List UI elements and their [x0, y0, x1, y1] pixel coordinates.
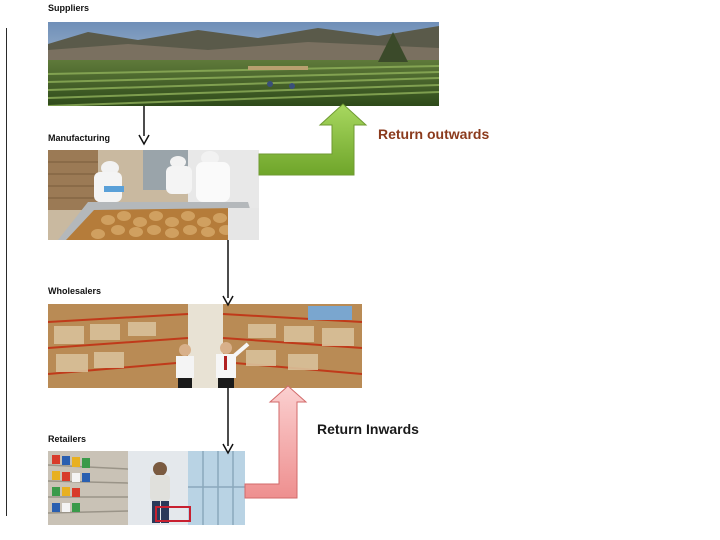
flow-arrow-suppliers-to-manufacturing — [138, 106, 150, 146]
return-outwards-label: Return outwards — [378, 126, 490, 142]
wholesalers-warehouse-image — [48, 304, 362, 388]
return-inwards-label: Return Inwards — [317, 421, 419, 437]
flow-arrow-wholesalers-to-retailers — [222, 388, 234, 455]
retailers-supermarket-image — [48, 451, 245, 525]
suppliers-label: Suppliers — [48, 3, 90, 13]
left-border-line — [6, 28, 7, 516]
retailers-label: Retailers — [48, 434, 87, 444]
flow-arrow-manufacturing-to-wholesalers — [222, 240, 234, 307]
return-outwards-arrow — [258, 103, 368, 176]
suppliers-farm-image — [48, 22, 439, 106]
wholesalers-label: Wholesalers — [48, 286, 102, 296]
manufacturing-label: Manufacturing — [48, 133, 110, 143]
manufacturing-potato-processing-image — [48, 150, 259, 240]
return-inwards-arrow — [244, 385, 308, 499]
